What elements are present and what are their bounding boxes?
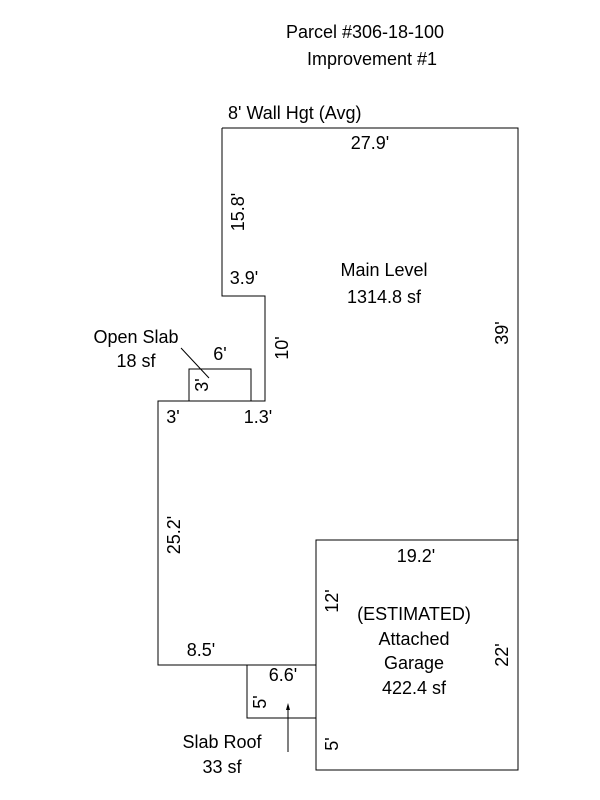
parcel-title: Parcel #306-18-100 [286, 22, 444, 42]
slab-roof-name: Slab Roof [182, 732, 262, 752]
slab-roof-depth: 5' [250, 695, 270, 708]
open-slab-leader [180, 347, 210, 379]
improvement-title: Improvement #1 [307, 49, 437, 69]
dim-right: 39' [492, 321, 512, 344]
dim-garage-bottom-left: 5' [322, 737, 342, 750]
main-level-area: 1314.8 sf [347, 287, 422, 307]
open-slab-name: Open Slab [93, 327, 178, 347]
slab-roof-area: 33 sf [202, 757, 242, 777]
open-slab-depth: 3' [192, 378, 212, 391]
open-slab-area: 18 sf [116, 351, 156, 371]
main-level-name: Main Level [340, 260, 427, 280]
main-level-outline [157, 127, 519, 666]
dim-garage-top: 19.2' [397, 546, 435, 566]
dim-bottom-left: 8.5' [187, 640, 215, 660]
dim-garage-left: 12' [322, 589, 342, 612]
wall-height-label: 8' Wall Hgt (Avg) [228, 103, 361, 123]
arrow-icon [286, 703, 290, 710]
dim-left-step: 3' [166, 407, 179, 427]
dim-top: 27.9' [351, 133, 389, 153]
dim-right-step: 1.3' [244, 407, 272, 427]
dim-left-upper: 15.8' [228, 193, 248, 231]
garage-outline [315, 539, 519, 771]
slab-roof-outline [246, 664, 317, 719]
garage-area: 422.4 sf [382, 678, 447, 698]
dim-notch: 3.9' [230, 268, 258, 288]
open-slab-width: 6' [213, 344, 226, 364]
garage-name-2: Garage [384, 653, 444, 673]
slab-roof-width: 6.6' [269, 665, 297, 685]
dim-left-lower: 25.2' [164, 516, 184, 554]
garage-name-1: Attached [378, 629, 449, 649]
garage-estimated: (ESTIMATED) [357, 604, 471, 624]
dim-garage-right: 22' [492, 643, 512, 666]
dim-notch-side: 10' [272, 336, 292, 359]
open-slab-outline [188, 368, 252, 402]
